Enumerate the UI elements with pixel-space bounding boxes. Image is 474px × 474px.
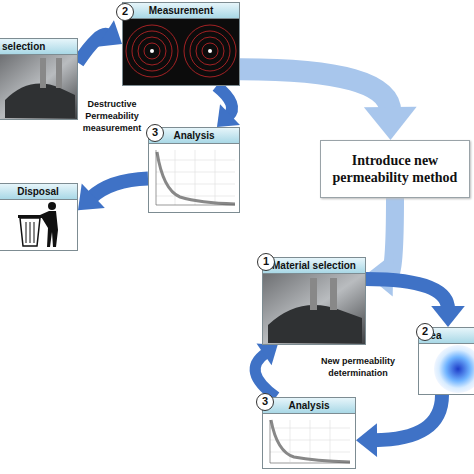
- simulation-image: [419, 343, 474, 394]
- arrow-head: [78, 184, 105, 211]
- trash-icon: [0, 198, 77, 250]
- callout-number: 2: [416, 323, 434, 341]
- flow-arrow: [216, 86, 240, 127]
- box-heading: selection: [0, 39, 77, 55]
- flow-arrow: [356, 395, 442, 457]
- box-heading: Material selection: [263, 258, 365, 274]
- arrow-head: [431, 306, 465, 327]
- box-heading: Measurement: [123, 3, 239, 19]
- flow-arrow: [366, 279, 465, 327]
- process-box: Material selection: [262, 257, 366, 345]
- flow-arrow: [78, 20, 122, 62]
- material-photo: [263, 273, 365, 344]
- flow-label: Destructive Permeability measurement: [62, 98, 162, 134]
- arrow-body: [374, 395, 442, 440]
- process-box: Analysis: [262, 397, 356, 469]
- arrow-body: [366, 279, 448, 309]
- process-box: selection: [0, 38, 78, 120]
- process-box: Analysis: [148, 127, 240, 213]
- arrow-body: [240, 69, 390, 112]
- arrow-head: [364, 107, 417, 140]
- flow-arrow: [78, 179, 148, 211]
- box-heading: Disposal: [0, 184, 77, 200]
- method-box: Introduce new permeability method: [320, 140, 470, 198]
- measurement-image: [123, 18, 239, 85]
- flow-label: New permeability determination: [312, 355, 404, 379]
- callout-number: 3: [146, 124, 164, 142]
- process-box: Disposal: [0, 183, 78, 251]
- arrow-head: [356, 423, 377, 457]
- analysis-chart: [149, 143, 239, 212]
- box-text: Introduce new permeability method: [321, 148, 469, 190]
- callout-number: 3: [256, 393, 274, 411]
- flow-arrow: [240, 69, 417, 140]
- flow-arrow: [255, 344, 277, 397]
- arrow-head: [97, 20, 122, 46]
- arrow-head: [217, 104, 240, 127]
- material-photo: [0, 54, 77, 119]
- callout-number: 2: [116, 3, 134, 21]
- arrow-head: [257, 344, 278, 366]
- process-box: Measurement: [122, 2, 240, 86]
- arrow-body: [91, 179, 148, 198]
- box-heading: Analysis: [263, 398, 355, 414]
- analysis-chart: [263, 413, 355, 468]
- callout-number: 1: [257, 253, 275, 271]
